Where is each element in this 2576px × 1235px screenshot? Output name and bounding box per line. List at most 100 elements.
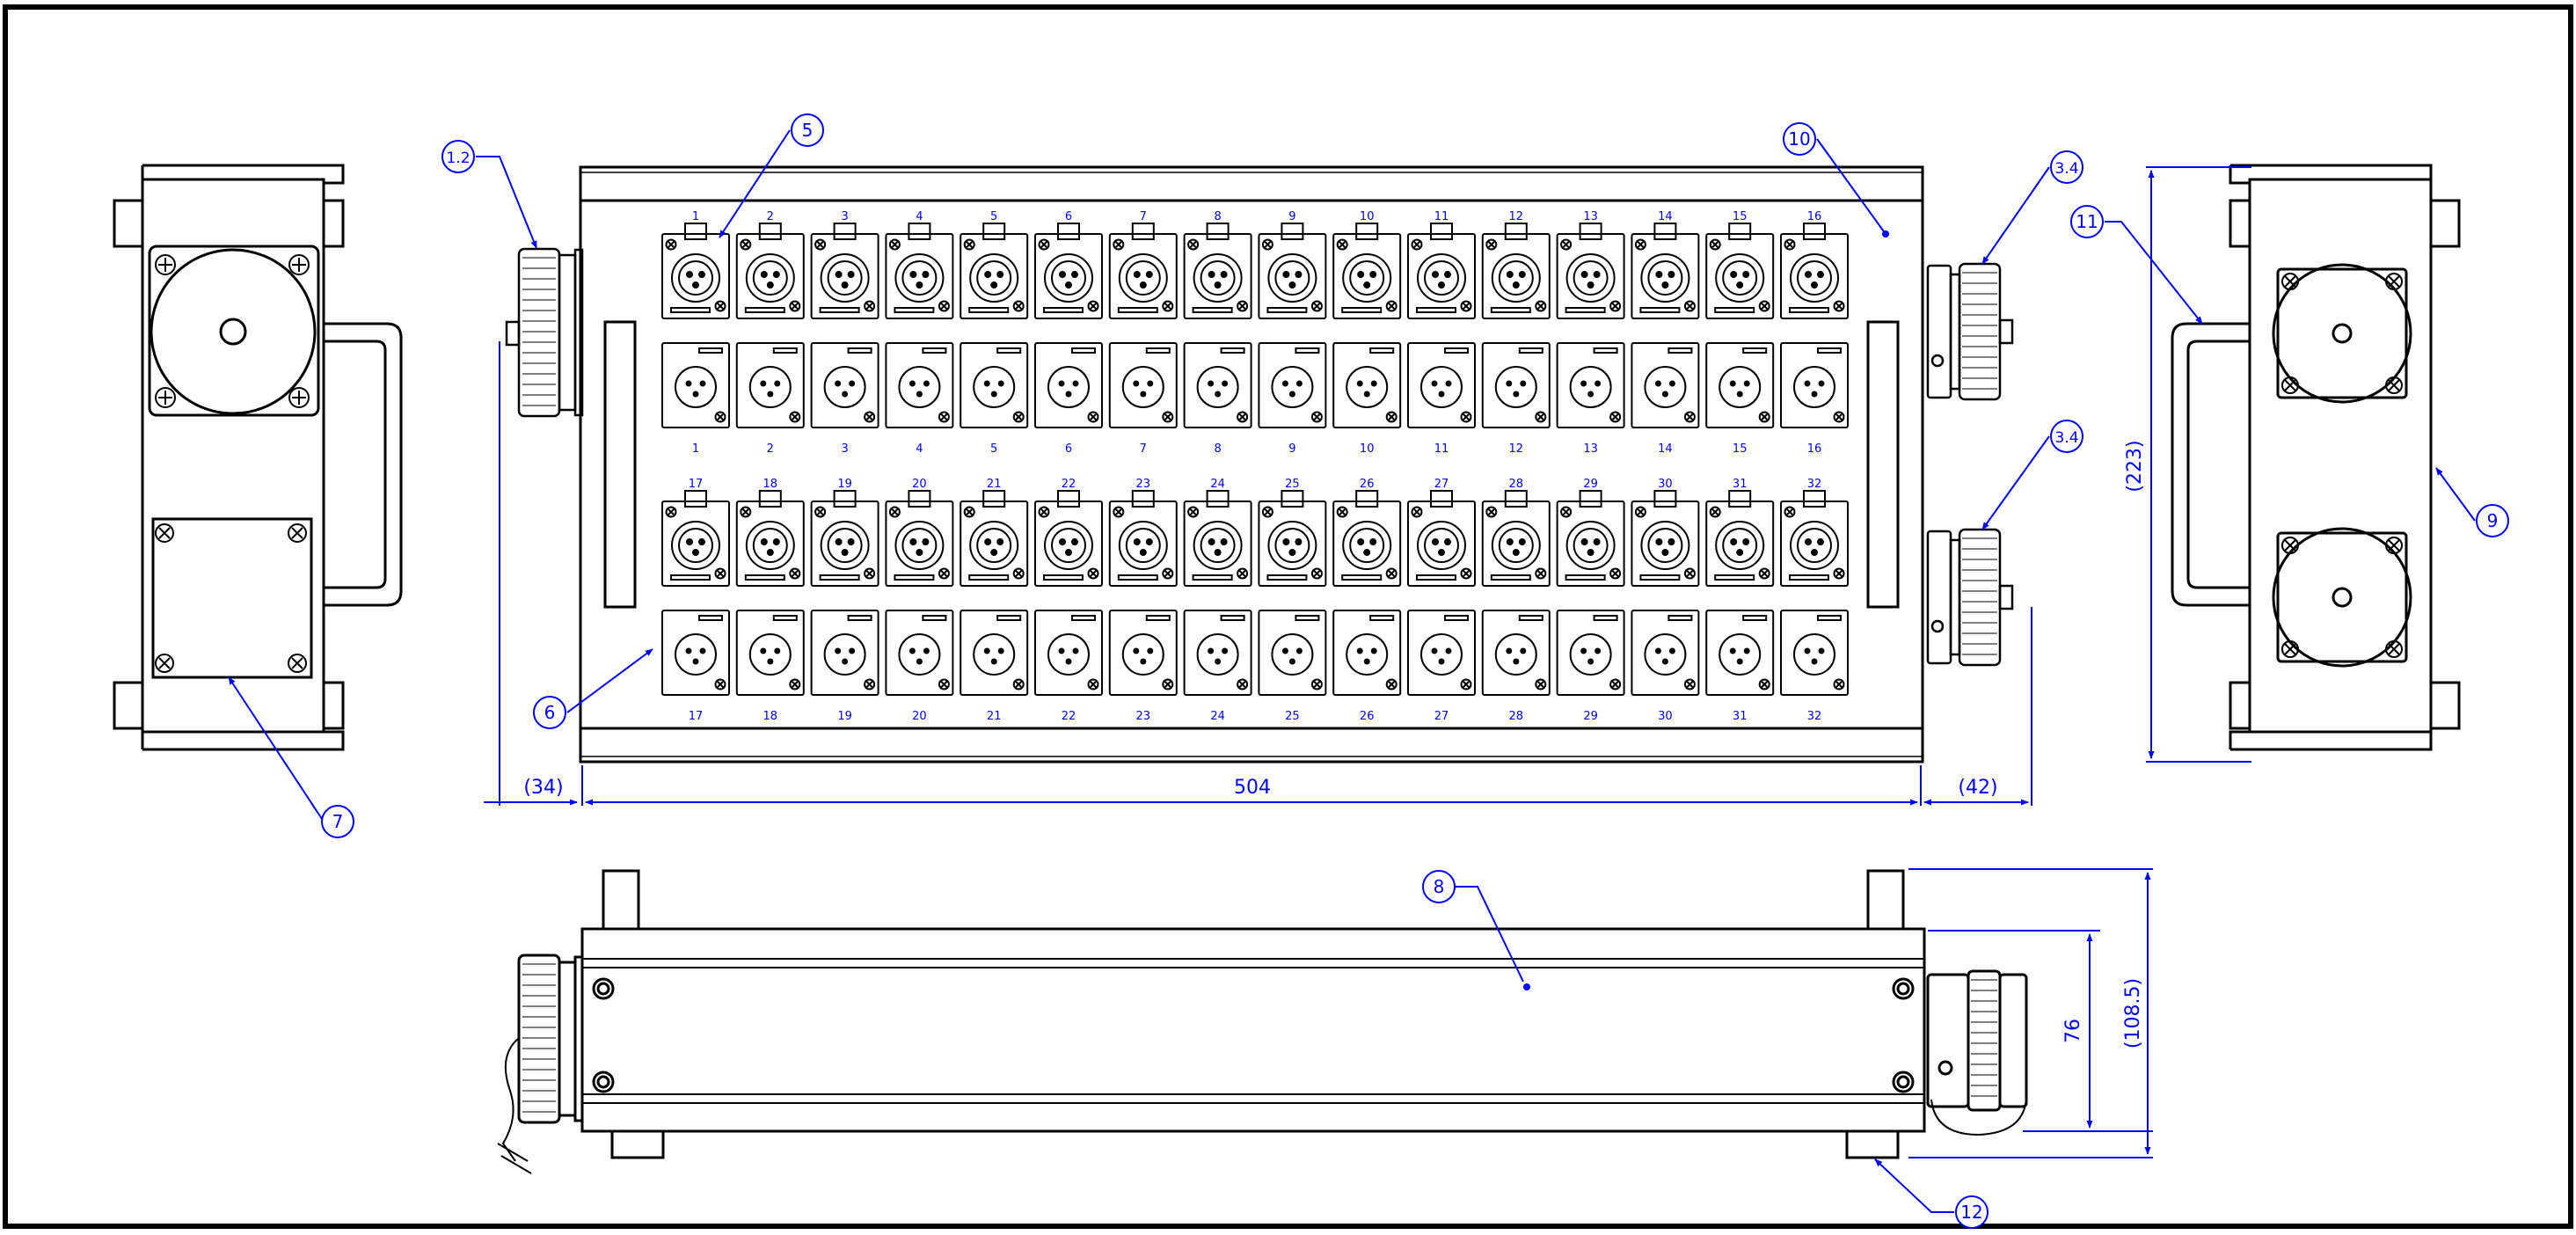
channel-label-top: 21 [987, 478, 1002, 491]
xlr-female-jack [1183, 223, 1252, 319]
channel-label-bottom: 8 [1214, 442, 1221, 456]
xlr-male-jack [1780, 610, 1849, 696]
xlr-male-jack [1481, 342, 1551, 428]
channel-label-top: 27 [1434, 478, 1449, 491]
xlr-female-jack [1183, 490, 1252, 587]
xlr-male-jack [960, 610, 1029, 696]
svg-text:12: 12 [1960, 1202, 1982, 1223]
xlr-female-jack [810, 223, 879, 319]
channel-label-bottom: 10 [1360, 442, 1375, 456]
xlr-male-jack [661, 342, 730, 428]
channel-label-top: 19 [837, 478, 852, 491]
channel-label-top: 31 [1733, 478, 1748, 491]
callout-bubble: 8 [1422, 870, 1456, 903]
channel-label-top: 29 [1583, 478, 1598, 491]
channel-label-bottom: 4 [916, 442, 923, 456]
xlr-female-jack [1780, 223, 1849, 319]
channel-label-top: 26 [1360, 478, 1375, 491]
dim-front-width: 504 [1234, 777, 1271, 799]
xlr-male-jack [960, 342, 1029, 428]
xlr-female-jack [1481, 490, 1551, 587]
channel-label-top: 32 [1807, 478, 1822, 491]
xlr-jack-grid [661, 223, 1849, 696]
xlr-male-jack [1183, 610, 1252, 696]
channel-label-bottom: 17 [689, 710, 704, 723]
xlr-female-jack [1556, 223, 1625, 319]
svg-text:11: 11 [2076, 211, 2098, 232]
svg-text:6: 6 [544, 702, 556, 723]
channel-label-bottom: 1 [692, 442, 699, 456]
xlr-female-jack [1108, 223, 1178, 319]
channel-label-bottom: 30 [1658, 710, 1673, 723]
svg-text:5: 5 [802, 120, 814, 141]
xlr-male-jack [1556, 610, 1625, 696]
xlr-male-jack [1705, 342, 1775, 428]
right-side-screws [2281, 273, 2403, 658]
xlr-female-jack [1258, 490, 1327, 587]
channel-label-top: 3 [841, 210, 848, 223]
channel-label-top: 20 [912, 478, 927, 491]
xlr-male-jack [1407, 610, 1476, 696]
channel-label-bottom: 28 [1509, 710, 1524, 723]
channel-label-bottom: 27 [1434, 710, 1449, 723]
channel-label-top: 5 [990, 210, 997, 223]
xlr-male-jack [1108, 342, 1178, 428]
channel-label-top: 15 [1733, 210, 1748, 223]
channel-label-bottom: 5 [990, 442, 997, 456]
channel-label-bottom: 9 [1288, 442, 1295, 456]
svg-text:3.4: 3.4 [2054, 160, 2078, 178]
callout-leaders [228, 129, 2476, 1213]
xlr-female-jack [661, 490, 730, 587]
xlr-male-jack [1631, 610, 1700, 696]
channel-label-top: 13 [1583, 210, 1598, 223]
channel-label-bottom: 29 [1583, 710, 1598, 723]
front-right-connectors [1926, 262, 2014, 667]
channel-label-bottom: 22 [1062, 710, 1076, 723]
front-left-connector [505, 247, 584, 418]
callout-bubble: 7 [321, 805, 354, 838]
sheet-frame [3, 4, 2573, 1229]
channel-label-bottom: 18 [763, 710, 778, 723]
dim-body-height: 76 [2062, 1019, 2084, 1043]
svg-text:3.4: 3.4 [2054, 429, 2078, 447]
channel-label-bottom: 20 [912, 710, 927, 723]
xlr-male-jack [1332, 610, 1402, 696]
channel-label-bottom: 23 [1136, 710, 1151, 723]
channel-label-bottom: 24 [1210, 710, 1225, 723]
callout-bubble: 1.2 [441, 140, 475, 173]
xlr-female-jack [1631, 223, 1700, 319]
channel-number-labels: 1122334455667788991010111112121313141415… [689, 210, 1822, 723]
channel-label-bottom: 3 [841, 442, 848, 456]
dim-left-overhang: (34) [523, 777, 563, 799]
channel-label-top: 28 [1509, 478, 1524, 491]
channel-label-top: 16 [1807, 210, 1822, 223]
xlr-male-jack [1034, 610, 1103, 696]
xlr-female-jack [885, 490, 954, 587]
channel-label-bottom: 19 [837, 710, 852, 723]
xlr-male-jack [1034, 342, 1103, 428]
channel-label-top: 4 [916, 210, 923, 223]
xlr-male-jack [885, 610, 954, 696]
bottom-view [497, 869, 2028, 1174]
xlr-female-jack [1332, 490, 1402, 587]
xlr-male-jack [1705, 610, 1775, 696]
svg-text:7: 7 [332, 811, 344, 832]
channel-label-top: 1 [692, 210, 699, 223]
channel-label-top: 6 [1065, 210, 1072, 223]
channel-label-top: 22 [1062, 478, 1076, 491]
channel-label-top: 30 [1658, 478, 1673, 491]
xlr-male-jack [735, 610, 805, 696]
xlr-male-jack [1556, 342, 1625, 428]
xlr-female-jack [1407, 490, 1476, 587]
xlr-female-jack [1407, 223, 1476, 319]
channel-label-bottom: 12 [1509, 442, 1524, 456]
channel-label-top: 11 [1434, 210, 1449, 223]
xlr-male-jack [1481, 610, 1551, 696]
xlr-male-jack [1108, 610, 1178, 696]
xlr-female-jack [1705, 223, 1775, 319]
channel-label-bottom: 32 [1807, 710, 1822, 723]
callout-bubble: 9 [2476, 504, 2509, 537]
callout-dot-10 [1882, 230, 1889, 238]
